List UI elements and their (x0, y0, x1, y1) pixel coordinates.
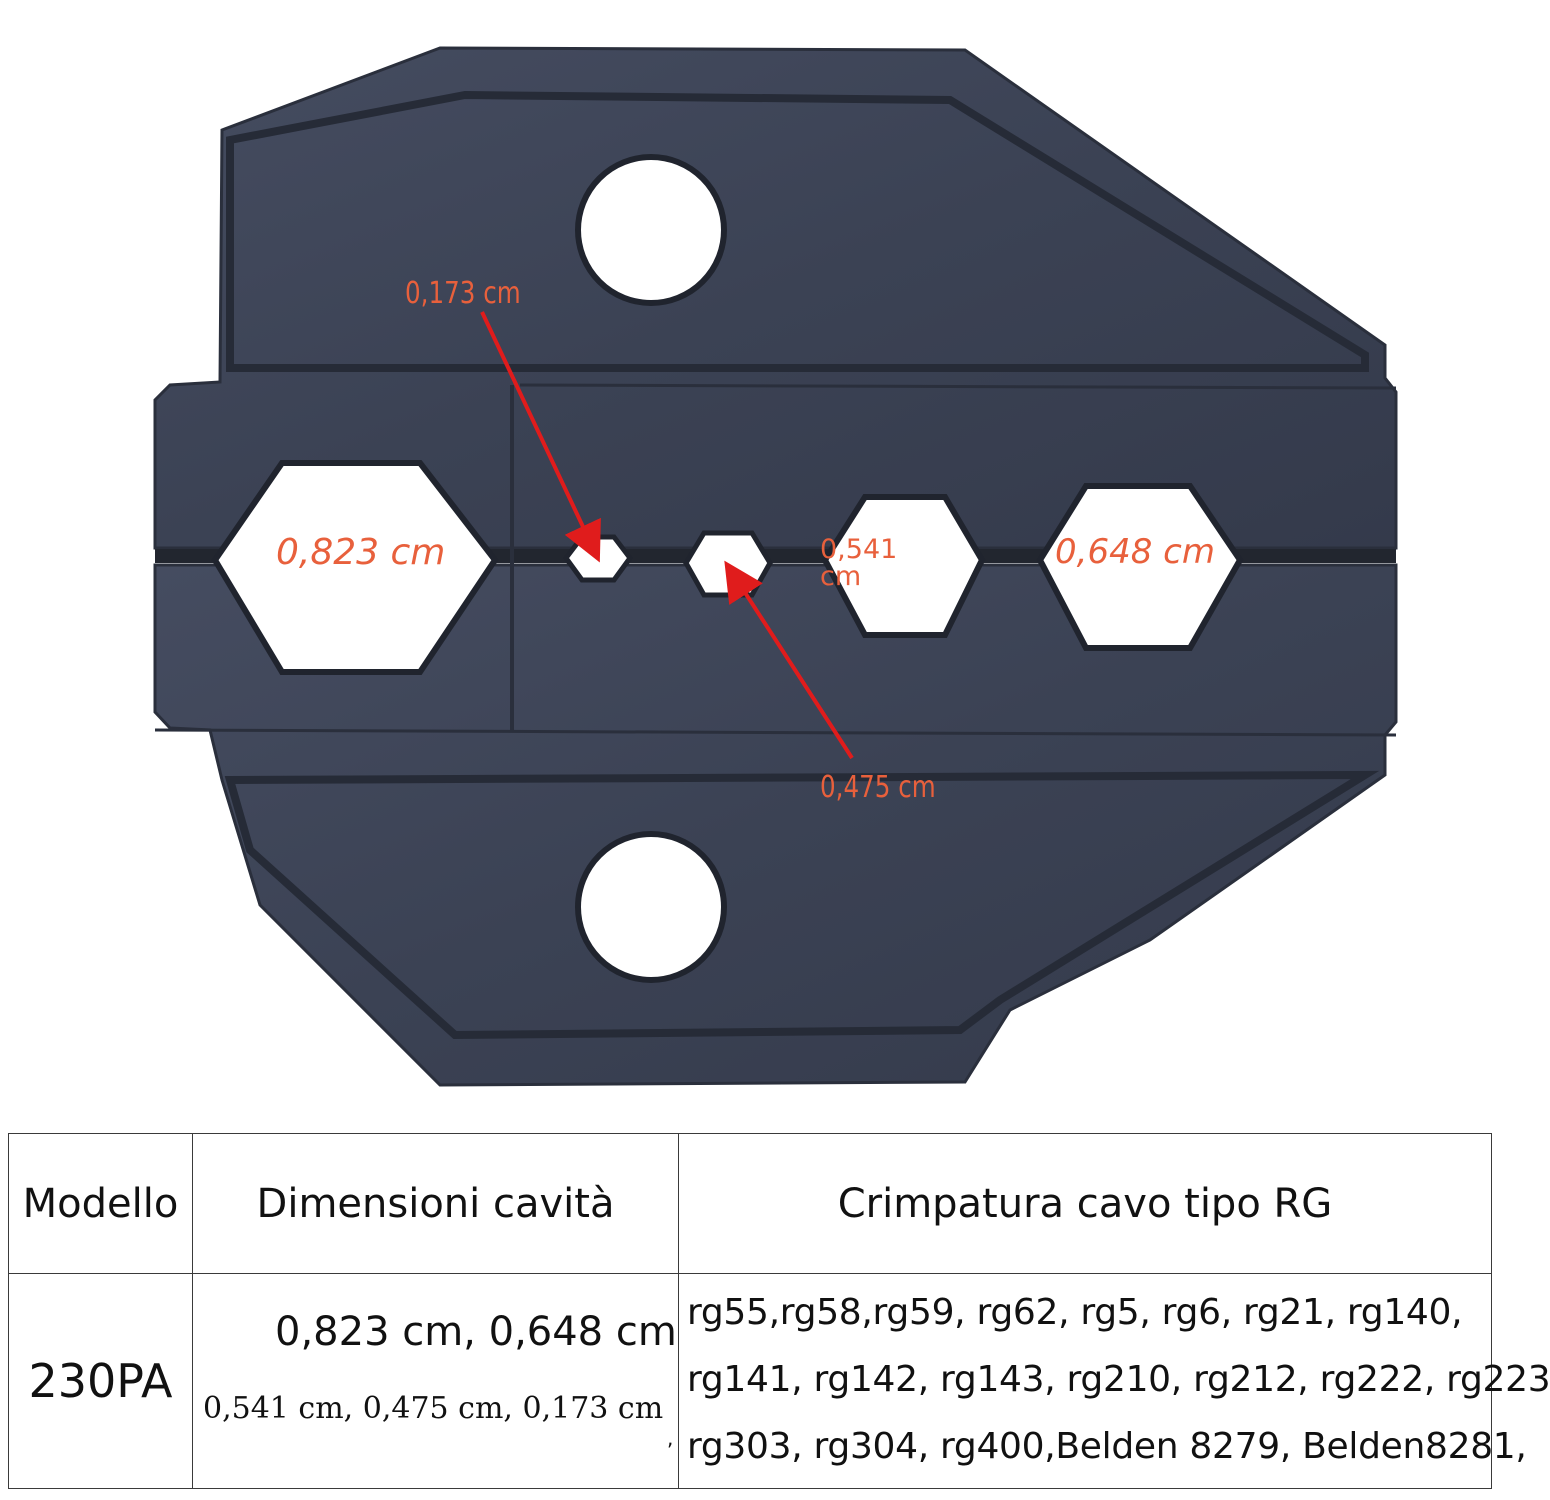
arrow-0173 (480, 311, 601, 563)
cell-crimp: rg55,rg58,rg59, rg62, rg5, rg6, rg21, rg… (678, 1273, 1550, 1489)
callout-0475: 0,475 cm (820, 770, 936, 805)
cavity-hex-0823 (211, 460, 499, 675)
header-model: Modello (8, 1133, 193, 1274)
table-header-row: Modello Dimensioni cavità Crimpatura cav… (8, 1133, 1492, 1274)
cavity-hex-0173 (562, 534, 634, 583)
callout-0823: 0,823 cm (276, 532, 446, 573)
die-rail-bottom (154, 728, 1397, 737)
cavity-hex-0648 (1036, 483, 1244, 651)
upper-groove (226, 90, 1369, 372)
cell-model: 230PA (8, 1273, 193, 1489)
crimp-line-1: rg55,rg58,rg59, rg62, rg5, rg6, rg21, rg… (687, 1292, 1463, 1333)
dimensions-secondary: 0,541 cm, 0,475 cm, 0,173 cm (203, 1391, 664, 1426)
callout-0173: 0,173 cm (405, 276, 521, 311)
header-crimp: Crimpatura cavo tipo RG (678, 1133, 1492, 1274)
lower-groove (224, 770, 1380, 1040)
dimensions-mark: , (667, 1426, 674, 1450)
header-dimensions: Dimensioni cavità (192, 1133, 679, 1274)
mounting-hole-bottom (575, 831, 727, 983)
table-row: 230PA 0,823 cm, 0,648 cm 0,541 cm, 0,475… (8, 1273, 1550, 1489)
mounting-hole-top (575, 154, 727, 306)
die-rail-top (519, 383, 1397, 390)
callout-0541: 0,541 cm (820, 534, 898, 592)
crimp-line-2: rg141, rg142, rg143, rg210, rg212, rg222… (687, 1359, 1550, 1400)
upper-die-half (153, 46, 1398, 550)
arrow-0475 (724, 560, 854, 760)
cell-dimensions: 0,823 cm, 0,648 cm 0,541 cm, 0,475 cm, 0… (192, 1273, 679, 1489)
dimensions-primary: 0,823 cm, 0,648 cm (275, 1309, 677, 1355)
spec-table: Modello Dimensioni cavità Crimpatura cav… (8, 1133, 1550, 1489)
cavity-hex-0475 (683, 530, 773, 598)
crimp-line-3: rg303, rg304, rg400,Belden 8279, Belden8… (687, 1426, 1527, 1467)
callout-0648: 0,648 cm (1055, 532, 1215, 572)
crimp-die-image (153, 46, 1398, 1087)
cavity-hex-0541 (821, 494, 986, 638)
